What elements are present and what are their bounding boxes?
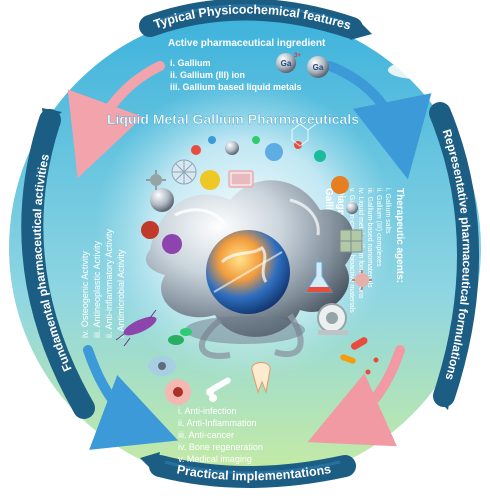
left-item-1: i. Antimicrobial Activity: [116, 249, 126, 338]
left-item-2: ii. Anti-inflammatory Activity: [104, 228, 114, 338]
right-item-2: ii. Gallium (III) complexes: [375, 188, 382, 267]
bottom-item-5: v. Medical imaging: [178, 454, 252, 464]
lattice-icon: [339, 229, 363, 253]
top-item-1: i. Gallium: [170, 58, 211, 68]
flow-arrow-bottom-right: [307, 345, 405, 447]
ring-arrowhead-top: [350, 18, 372, 40]
droplet-icon: [191, 145, 201, 155]
tooth-icon: [251, 362, 271, 394]
mri-scanner-icon: [317, 303, 348, 335]
left-item-3: iii. Antineoplastic Activity: [92, 240, 102, 338]
metal-sphere-icon: [150, 188, 174, 212]
ga-badge-1: Ga: [281, 59, 292, 68]
ring-arrowhead-bottom: [140, 452, 160, 474]
top-item-2: ii. Gallium (III) ion: [170, 70, 245, 80]
droplet-icon: [208, 136, 216, 144]
flow-arrow-bottom-left: [83, 345, 179, 450]
molecule-icon: [291, 123, 317, 147]
right-item-3: iii. Gallium-based nanomaterials: [366, 188, 373, 288]
top-heading: Active pharmaceutical ingredient: [168, 38, 326, 49]
bottom-item-2: ii. Anti-Inflammation: [178, 418, 257, 428]
top-item-3: iii. Gallium based liquid metals: [170, 82, 302, 92]
cancer-cell-icon: [165, 379, 191, 405]
mesh-base-icon: [185, 316, 305, 344]
metal-sphere-icon: [331, 176, 349, 194]
virus-icon: [352, 270, 372, 290]
metal-sphere-icon: [346, 202, 358, 214]
flask-icon: [305, 261, 333, 293]
gallium-ball-icon: Ga: [307, 56, 329, 78]
right-heading: Therapeutic agents:: [394, 188, 405, 283]
cube-crystal-icon: [228, 170, 254, 188]
metal-sphere-icon: [141, 221, 159, 239]
virus-icon: [146, 170, 166, 190]
metal-sphere-icon: [162, 234, 182, 254]
svg-text:3+: 3+: [294, 53, 301, 59]
flow-arrow-top-right: [325, 61, 432, 180]
capsule-icon: [340, 337, 379, 375]
droplet-icon: [252, 136, 260, 144]
left-items: i. Antimicrobial Activity ii. Anti-infla…: [80, 228, 126, 338]
right-item-1: i. Gallium salts: [384, 188, 391, 234]
ring-arrowhead-right: [436, 388, 452, 410]
metal-sphere-icon: [200, 170, 220, 190]
ring-segment-right: [429, 102, 479, 407]
ring-segment-bottom: [149, 455, 356, 488]
droplet-icon: [314, 150, 326, 162]
ga-badge-2: Ga: [313, 63, 324, 72]
cell-icon: [148, 356, 176, 376]
nanoparticle-icon: [171, 159, 197, 185]
bacteria-icon: [115, 309, 157, 347]
bottom-item-4: iv. Bone regeneration: [178, 442, 263, 452]
ring-segment-left: [21, 109, 95, 419]
outer-ring: [21, 0, 479, 488]
cloud-decoration: [6, 52, 476, 453]
flow-arrow-top-left: [67, 61, 165, 179]
bone-icon: [206, 377, 231, 402]
central-illustration: [115, 123, 379, 405]
ring-segment-top: [139, 0, 363, 39]
left-item-4: iv. Osteogenic Activity: [80, 251, 90, 338]
droplet-icon: [265, 143, 283, 161]
bacteria-icon: [168, 328, 192, 345]
ring-arrowhead-left: [42, 108, 62, 126]
droplet-icon: [225, 141, 239, 155]
bottom-item-3: iii. Anti-cancer: [178, 430, 234, 440]
gallium-ball-icon: Ga 3+: [276, 53, 301, 73]
bottom-item-1: i. Anti-infection: [178, 406, 237, 416]
diagram-title: Liquid Metal Gallium Pharmaceuticals: [107, 111, 359, 127]
